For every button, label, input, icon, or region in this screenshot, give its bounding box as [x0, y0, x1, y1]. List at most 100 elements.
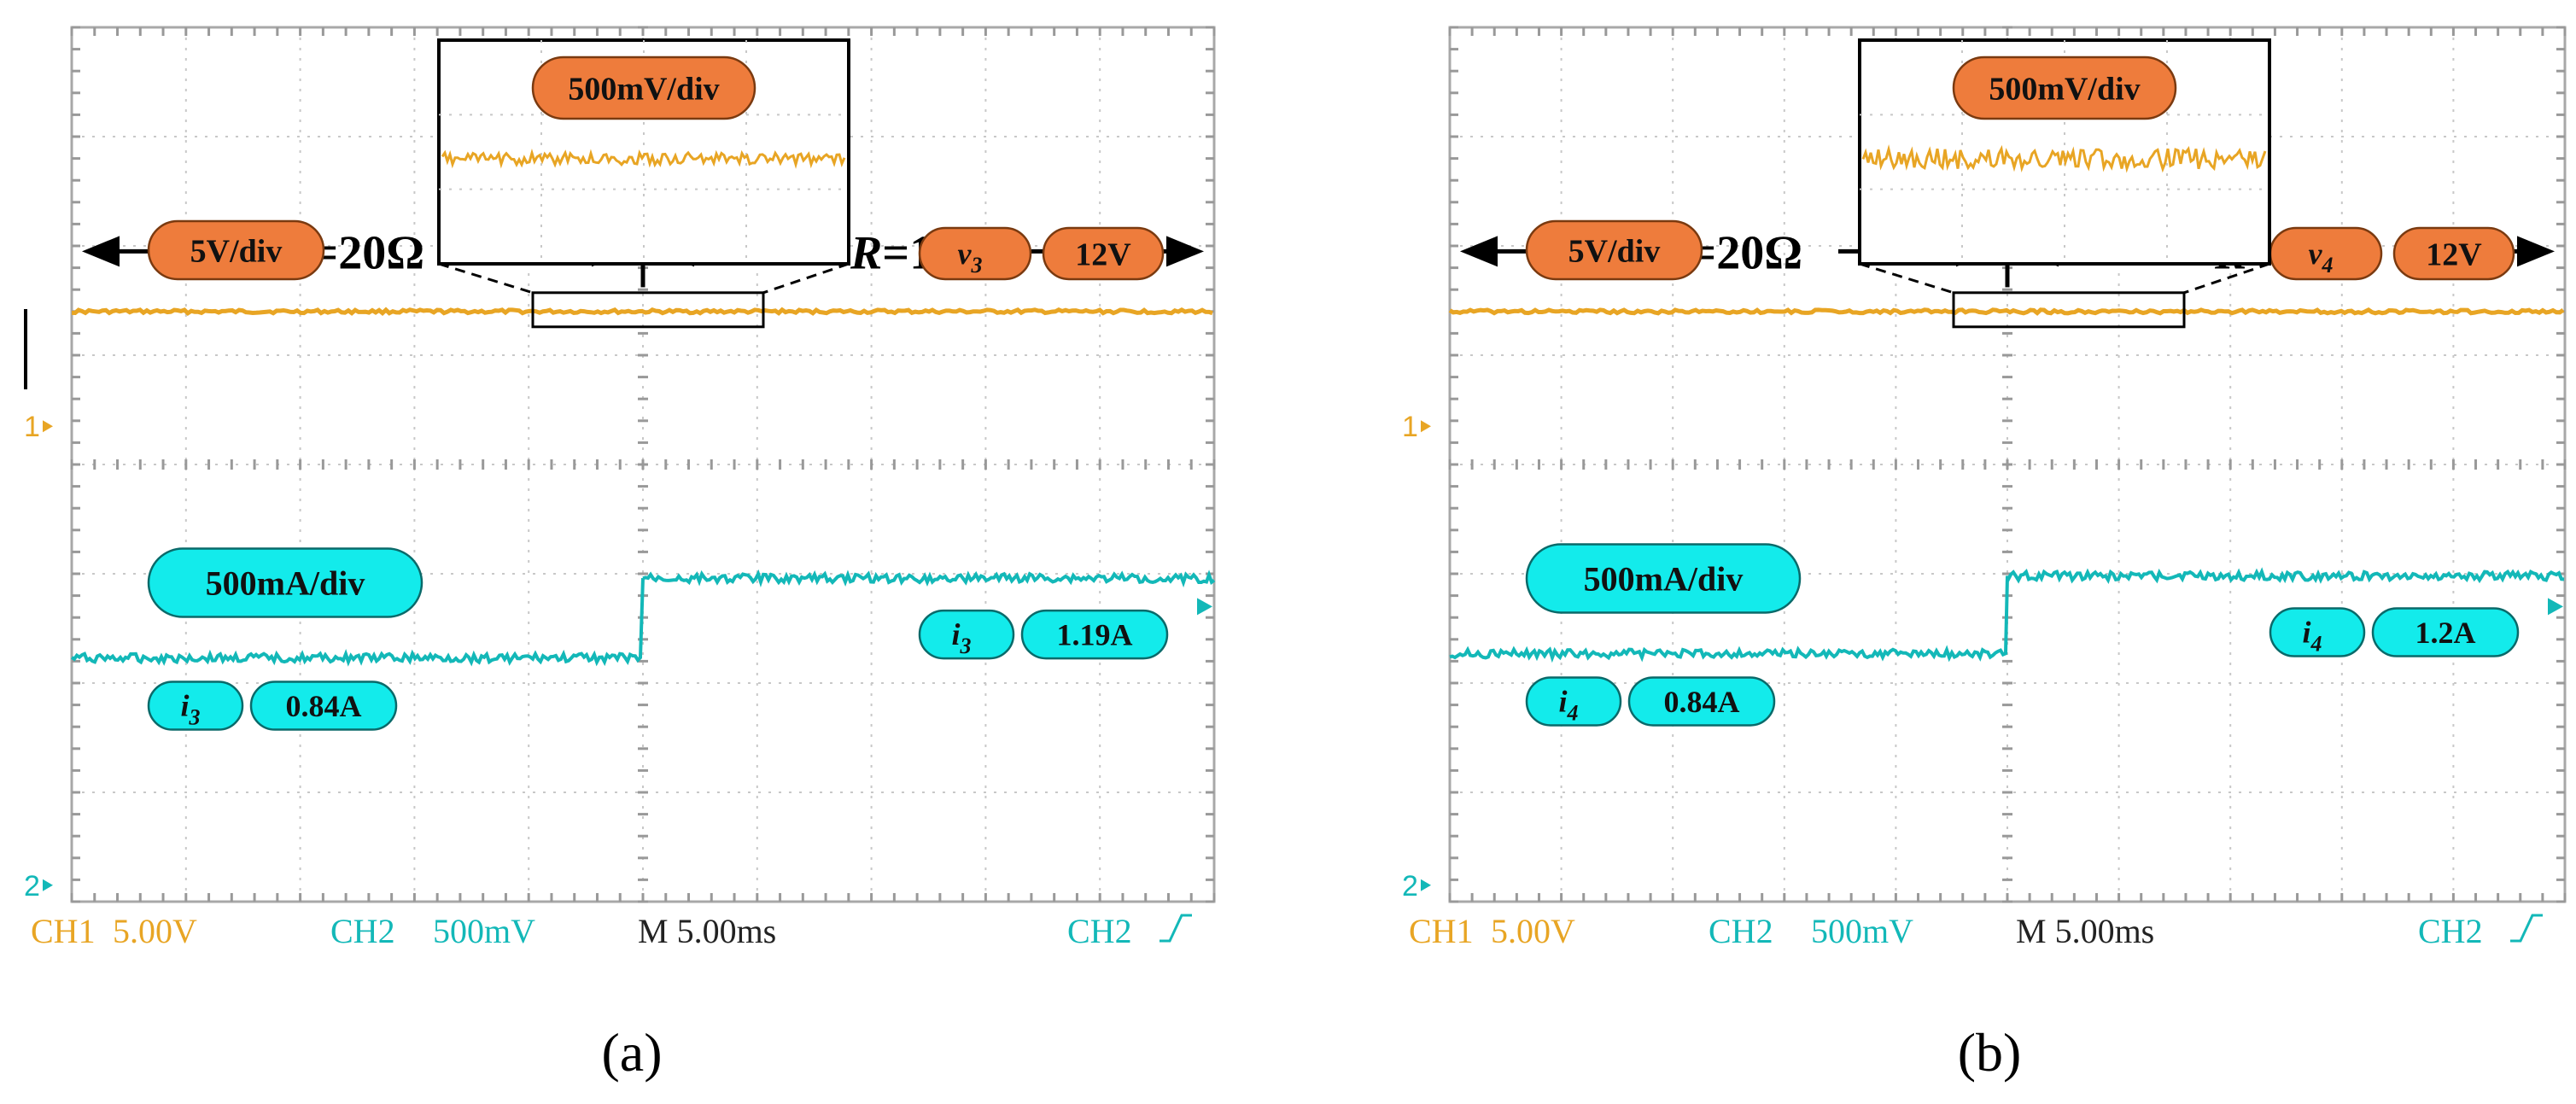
trigger-level-icon [2548, 598, 2563, 616]
badge-shape [918, 226, 1032, 281]
arrow-head-icon [1166, 236, 1204, 267]
badge-text: 5V/div [190, 233, 283, 269]
zoom-voltage-trace [441, 149, 846, 169]
current-after-value-badge: 1.19A [1020, 609, 1169, 660]
ch2-ground-marker: 2 [1402, 870, 1431, 902]
marker-label: 1 [24, 411, 40, 443]
resistor-value: =20Ω [311, 226, 424, 279]
rising-edge-icon [1159, 914, 1192, 943]
badge-shape [1525, 676, 1622, 727]
badge-text: v4 [2309, 237, 2334, 277]
ch2-scale: 500mV [433, 912, 535, 950]
arrow-head-icon [1460, 236, 1498, 267]
badge-shape [1952, 55, 2177, 120]
panel-caption: (b) [1958, 1022, 2022, 1083]
symbol: i [951, 617, 960, 651]
ch2-scale: 500mV [1811, 912, 1913, 950]
graticule-center-ticks [1448, 26, 2567, 903]
rising-edge-icon [2510, 914, 2543, 943]
current-before-value-badge: 0.84A [249, 681, 398, 731]
badge-shape [147, 547, 423, 618]
badge-text: i3 [180, 689, 200, 730]
badge-shape [2392, 226, 2515, 281]
badge-text: 12V [2426, 237, 2482, 272]
ch2-current-trace [70, 569, 1216, 667]
ch2-label: CH2 [1709, 912, 1773, 950]
badge-text: 500mA/div [1584, 559, 1744, 598]
current-before-symbol-badge: i4 [1525, 676, 1622, 727]
scope-panel-b: 12R=20ΩR=10Ω5V/divv412V500mA/divi40.84Ai… [1402, 19, 2576, 1083]
badge-shape [1020, 609, 1169, 660]
subscript: 3 [960, 634, 972, 658]
subscript: 4 [1567, 700, 1579, 725]
zoom-source-box [531, 291, 765, 329]
current-after-value-badge: 1.2A [2371, 607, 2520, 657]
badge-text: 12V [1075, 237, 1131, 272]
current-after-symbol-badge: i3 [918, 609, 1015, 660]
badge-shape [1525, 219, 1703, 281]
ch2-ground-marker: 2 [24, 870, 53, 902]
marker-arrow-icon [43, 420, 53, 433]
badge-text: 1.2A [2415, 616, 2476, 650]
subscript: 4 [2321, 253, 2333, 277]
arrow-head-icon [82, 236, 120, 267]
resistor-value: =20Ω [1689, 226, 1802, 279]
trigger-level-icon [1197, 598, 1212, 616]
time-base: M 5.00ms [2016, 912, 2154, 950]
voltage-value-badge: 12V [2392, 226, 2515, 281]
ch1-ground-marker: 1 [1402, 411, 1431, 443]
marker-label: 2 [24, 870, 40, 902]
badge-text: i4 [1558, 684, 1578, 725]
badge-shape [249, 681, 398, 731]
subscript: 3 [189, 705, 201, 730]
badge-text: 500mA/div [206, 564, 365, 603]
badge-text: v3 [958, 237, 983, 277]
badge-shape [918, 609, 1015, 660]
voltage-scale-badge: 5V/div [147, 219, 325, 281]
badge-text: 0.84A [1664, 685, 1740, 719]
voltage-symbol-badge: v3 [918, 226, 1032, 281]
zoom-voltage-trace [1861, 144, 2267, 173]
symbol: i [1558, 684, 1567, 718]
trigger-channel: CH2 [2418, 912, 2483, 950]
zoom-connector [2183, 262, 2270, 295]
current-after-symbol-badge: i4 [2269, 607, 2366, 657]
ch1-label: CH1 [1409, 912, 1474, 950]
badge-shape [1525, 543, 1802, 614]
ch2-label: CH2 [330, 912, 395, 950]
scope-panel-a: 12R=20ΩR=10Ω5V/divv312V500mA/divi30.84Ai… [24, 19, 1238, 1083]
symbol: i [2302, 616, 2310, 650]
current-before-symbol-badge: i3 [147, 681, 244, 731]
subscript: 4 [2310, 632, 2322, 657]
marker-arrow-icon [1421, 420, 1431, 433]
ch1-voltage-trace [1448, 307, 2565, 316]
badge-shape [147, 219, 325, 281]
badge-text: i4 [2302, 616, 2322, 657]
marker-label: 1 [1402, 411, 1418, 443]
ch1-scale: 5.00V [1491, 912, 1575, 950]
zoom-scale-badge: 500mV/div [1952, 55, 2177, 120]
badge-shape [147, 681, 244, 731]
badge-text: 500mV/div [1989, 71, 2140, 107]
current-scale-badge: 500mA/div [147, 547, 423, 618]
voltage-scale-badge: 5V/div [1525, 219, 1703, 281]
badge-text: 5V/div [1568, 233, 1661, 269]
resistor-symbol: R [850, 226, 882, 279]
subscript: 3 [970, 253, 982, 277]
badge-shape [1627, 676, 1776, 727]
badge-shape [2269, 607, 2366, 657]
badge-shape [1042, 226, 1165, 281]
badge-shape [531, 55, 756, 120]
zoom-scale-badge: 500mV/div [531, 55, 756, 120]
trigger-channel: CH2 [1067, 912, 1132, 950]
marker-arrow-icon [43, 879, 53, 891]
zoom-source-box [1952, 291, 2186, 329]
graticule-center-ticks [70, 26, 1216, 903]
symbol: v [2309, 237, 2323, 271]
time-base: M 5.00ms [638, 912, 776, 950]
ch2-current-trace [1449, 567, 2565, 663]
badge-text: 500mV/div [568, 71, 719, 107]
arrow-head-icon [2517, 236, 2555, 267]
